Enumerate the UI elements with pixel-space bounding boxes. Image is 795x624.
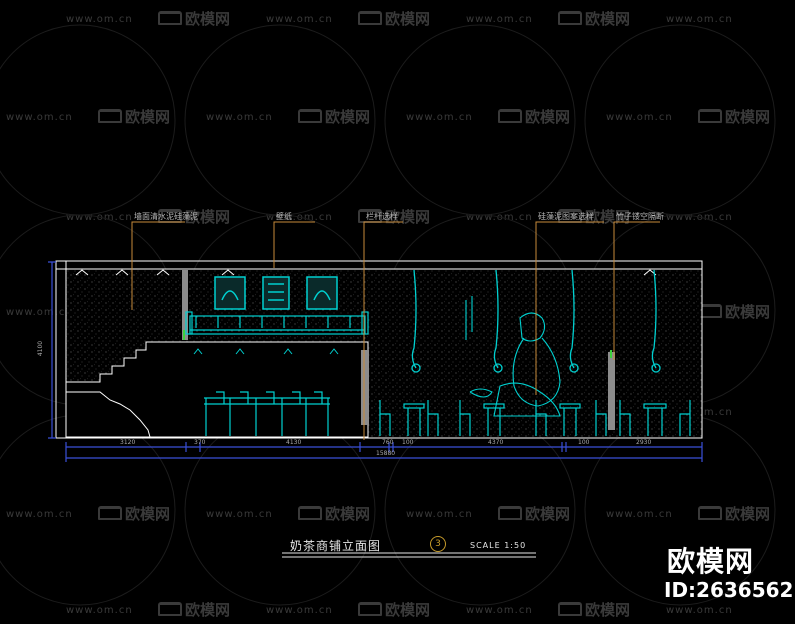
hanging-pendants [411, 269, 661, 373]
drawing-scale: SCALE 1:50 [470, 541, 527, 550]
upper-sofa [185, 311, 369, 335]
callout-label-mural: 硅藻泥图案选样 [538, 212, 594, 221]
callout-label-wallpaper: 壁纸 [276, 212, 292, 221]
dimension-total: 15880 [376, 450, 396, 457]
drawing-title: 奶茶商铺立面图 [290, 539, 382, 553]
dimension-segment-1: 3120 [120, 439, 136, 446]
dimension-lines [48, 261, 703, 462]
dimension-segment-7: 100 [578, 439, 590, 446]
drawing-number-badge: 3 [430, 536, 446, 552]
callout-label-railing: 栏杆选样 [366, 212, 398, 221]
mezzanine-lights [193, 348, 339, 355]
ceiling-fixtures [75, 269, 657, 276]
dimension-segment-8: 2930 [636, 439, 652, 446]
lower-tables-left [204, 391, 330, 436]
dimension-segment-5: 100 [402, 439, 414, 446]
dimension-segment-4: 760 [382, 439, 394, 446]
callout-leaders [131, 221, 660, 440]
callout-label-bamboo: 竹子镂空隔断 [616, 212, 664, 221]
dimension-segment-3: 4130 [286, 439, 302, 446]
wall-mural-figure [465, 296, 561, 417]
lower-tables-right [379, 400, 691, 436]
partition-columns [182, 270, 615, 430]
dimension-segment-2: 370 [194, 439, 206, 446]
brand-id: ID:2636562 [664, 578, 794, 602]
wall-pictures [214, 276, 338, 310]
callout-label-wall-finish: 墙面清水泥硅藻泥 [134, 212, 198, 221]
brand-logo-text: 欧模网 [667, 545, 755, 578]
dimension-segment-6: 4370 [488, 439, 504, 446]
